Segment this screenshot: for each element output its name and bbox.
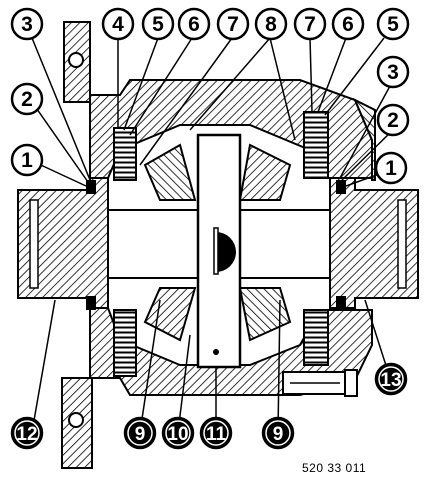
callout-8: 8 [254, 7, 288, 41]
svg-text:9: 9 [273, 424, 284, 445]
svg-text:13: 13 [380, 370, 401, 391]
callouts: 3 4 5 6 7 8 7 6 [10, 7, 410, 450]
callout-3-left: 3 [10, 7, 44, 41]
flange-bolt-hole [68, 412, 84, 428]
bevel-gears [143, 143, 292, 342]
callout-5-right: 5 [376, 7, 410, 41]
callout-5-left: 5 [141, 7, 175, 41]
callout-12: 12 [10, 416, 44, 450]
seal-left-upper [86, 180, 96, 194]
side-gear-lower-right [238, 287, 292, 342]
svg-text:12: 12 [16, 424, 37, 445]
svg-text:4: 4 [112, 13, 124, 36]
retaining-pin [216, 232, 236, 272]
svg-text:5: 5 [387, 13, 399, 36]
right-cover [353, 97, 376, 181]
callout-3-right: 3 [376, 55, 410, 89]
callout-6-right: 6 [331, 7, 365, 41]
clutch-pack-left-upper [113, 127, 137, 181]
svg-text:2: 2 [387, 109, 399, 132]
svg-text:7: 7 [227, 13, 239, 36]
clutch-pack-left-lower [113, 309, 137, 377]
svg-text:9: 9 [135, 424, 146, 445]
svg-text:10: 10 [167, 424, 188, 445]
svg-text:5: 5 [152, 13, 164, 36]
callout-9-left: 9 [123, 416, 157, 450]
side-gear-upper-right [238, 143, 292, 201]
callout-2-left: 2 [10, 82, 44, 116]
callout-4: 4 [101, 7, 135, 41]
svg-text:3: 3 [387, 61, 399, 84]
svg-text:7: 7 [304, 13, 316, 36]
side-gear-lower-left [143, 287, 197, 342]
housing [61, 21, 376, 469]
callout-2-right: 2 [376, 103, 410, 137]
bolt-head [344, 369, 358, 397]
callout-1-left: 1 [10, 143, 44, 177]
svg-text:1: 1 [21, 149, 33, 172]
svg-text:1: 1 [385, 157, 397, 180]
clutch-pack-right-lower [303, 309, 329, 366]
callout-11: 11 [199, 416, 233, 450]
callout-10: 10 [161, 416, 195, 450]
cross-pin [196, 133, 242, 369]
seal-right-lower [336, 296, 346, 310]
svg-text:6: 6 [188, 13, 200, 36]
svg-text:3: 3 [21, 13, 33, 36]
side-gear-upper-left [143, 143, 197, 201]
callout-7-left: 7 [216, 7, 250, 41]
svg-text:8: 8 [265, 13, 277, 36]
seal-left-lower [86, 296, 96, 310]
svg-text:2: 2 [21, 88, 33, 111]
svg-text:11: 11 [206, 424, 227, 445]
svg-text:6: 6 [342, 13, 354, 36]
callout-1-right: 1 [374, 151, 408, 185]
leader-lines [29, 37, 396, 433]
seals-and-clutch-packs [86, 111, 346, 377]
flange-bolt-hole [68, 52, 84, 68]
callout-9-right: 9 [261, 416, 295, 450]
seal-right-upper [336, 180, 346, 194]
callout-7-right: 7 [293, 7, 327, 41]
callout-13: 13 [374, 362, 408, 396]
reference-code: 520 33 011 [302, 461, 367, 475]
callout-6-left: 6 [177, 7, 211, 41]
clutch-pack-right-upper [303, 111, 329, 179]
